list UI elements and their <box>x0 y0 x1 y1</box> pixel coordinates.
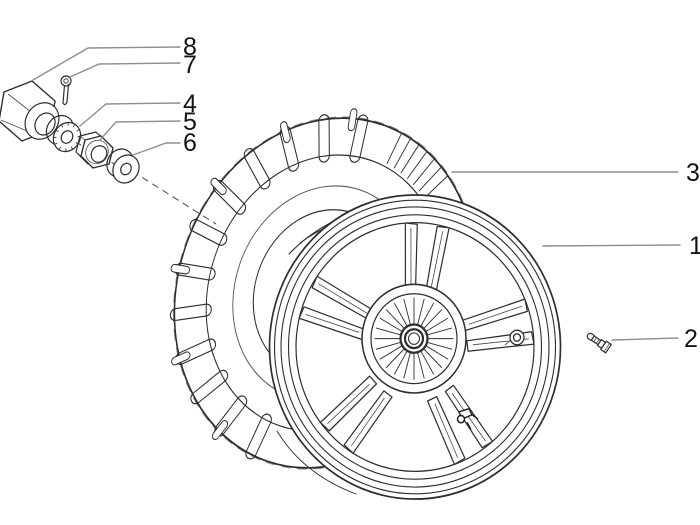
leader-line-8 <box>32 46 181 81</box>
callout-8: 8 <box>32 33 197 81</box>
flat-washer-part <box>106 148 140 184</box>
callout-4: 4 <box>79 90 197 127</box>
callout-label-1: 1 <box>689 232 700 260</box>
valve-part <box>586 332 612 354</box>
leader-line-1 <box>542 244 681 247</box>
callout-label-7: 7 <box>183 51 197 79</box>
callout-label-8: 8 <box>183 33 197 61</box>
leader-line-6 <box>132 142 181 156</box>
callout-3: 3 <box>451 159 700 187</box>
split-pin-part <box>60 75 72 106</box>
leader-line-4 <box>79 102 181 127</box>
callout-5: 5 <box>99 108 197 141</box>
rim-valve-stem <box>456 407 479 430</box>
hex-nut-part <box>75 131 114 169</box>
wheel-hub <box>361 283 467 394</box>
leader-line-2 <box>611 337 679 341</box>
callout-label-6: 6 <box>183 129 197 157</box>
rim-valve-hole <box>504 329 525 346</box>
leader-line-7 <box>69 62 181 78</box>
hub-cap-part <box>0 80 60 142</box>
callout-label-3: 3 <box>686 159 700 187</box>
wheel-spokes <box>298 222 535 466</box>
callout-7: 7 <box>69 51 197 79</box>
callout-1: 1 <box>542 232 700 260</box>
tire-shoulder-hatching <box>386 132 449 199</box>
callout-2: 2 <box>611 325 698 353</box>
callout-label-5: 5 <box>183 108 197 136</box>
rim-drawing <box>268 194 562 500</box>
callout-label-2: 2 <box>684 325 698 353</box>
callout-label-4: 4 <box>183 90 197 118</box>
leader-line-5 <box>99 120 181 141</box>
callout-6: 6 <box>132 129 197 157</box>
hub-fins <box>374 297 454 380</box>
